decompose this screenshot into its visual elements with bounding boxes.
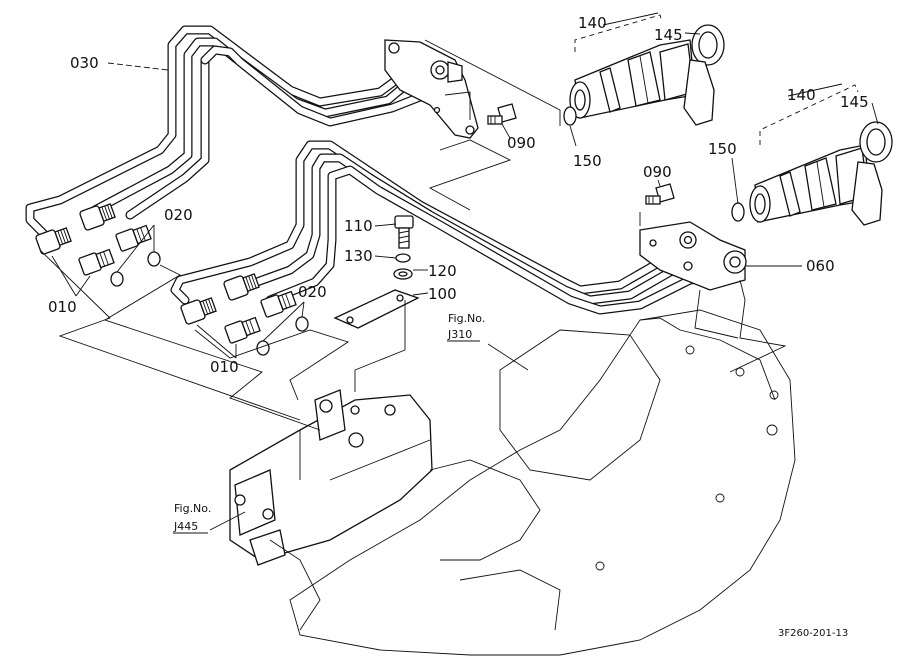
- callout-130: 130: [344, 247, 373, 265]
- callout-100: 100: [428, 285, 457, 303]
- callout-020-center: 020: [298, 283, 327, 301]
- callout-145-upper: 145: [654, 26, 683, 44]
- callout-140-lower: 140: [787, 86, 816, 104]
- lower-bracket: [639, 221, 747, 291]
- upper-bracket: [384, 39, 479, 139]
- control-valve: [229, 389, 433, 566]
- bolt-stack: [333, 215, 420, 329]
- callout-140-upper: 140: [578, 14, 607, 32]
- fig-ref-j310: Fig.No. J310: [447, 312, 485, 342]
- callout-030: 030: [70, 54, 99, 72]
- fittings-center: [180, 273, 309, 356]
- callout-110: 110: [344, 217, 373, 235]
- coupler-lower: [731, 121, 893, 226]
- fig-ref-j445-number: J445: [173, 520, 198, 533]
- callout-labels: 030 140 145 140 145 090 150 150 090 020 …: [48, 14, 869, 376]
- fig-ref-j310-label: Fig.No.: [448, 312, 485, 325]
- fig-ref-j445: Fig.No. J445: [173, 502, 211, 534]
- pipe-assembly-upper: [25, 25, 450, 240]
- fig-ref-j310-number: J310: [447, 328, 472, 341]
- transmission-case: [269, 309, 796, 656]
- callout-090-lower: 090: [643, 163, 672, 181]
- callout-010-left: 010: [48, 298, 77, 316]
- plug-upper: [487, 103, 517, 125]
- callout-060: 060: [806, 257, 835, 275]
- leader-lines: [39, 12, 879, 531]
- dashed-group-140-upper: [574, 14, 663, 52]
- callout-145-lower: 145: [840, 93, 869, 111]
- pipe-assembly-lower: [170, 140, 730, 315]
- dashed-group-140-lower: [759, 84, 859, 145]
- callout-010-center: 010: [210, 358, 239, 376]
- fig-ref-j445-label: Fig.No.: [174, 502, 211, 515]
- callout-090-upper: 090: [507, 134, 536, 152]
- coupler-upper: [563, 24, 725, 126]
- callout-150-upper: 150: [573, 152, 602, 170]
- callout-150-lower: 150: [708, 140, 737, 158]
- plug-lower: [645, 183, 675, 205]
- drawing-code: 3F260-201-13: [778, 628, 848, 639]
- callout-120: 120: [428, 262, 457, 280]
- callout-020-left: 020: [164, 206, 193, 224]
- fittings-left: [35, 203, 161, 287]
